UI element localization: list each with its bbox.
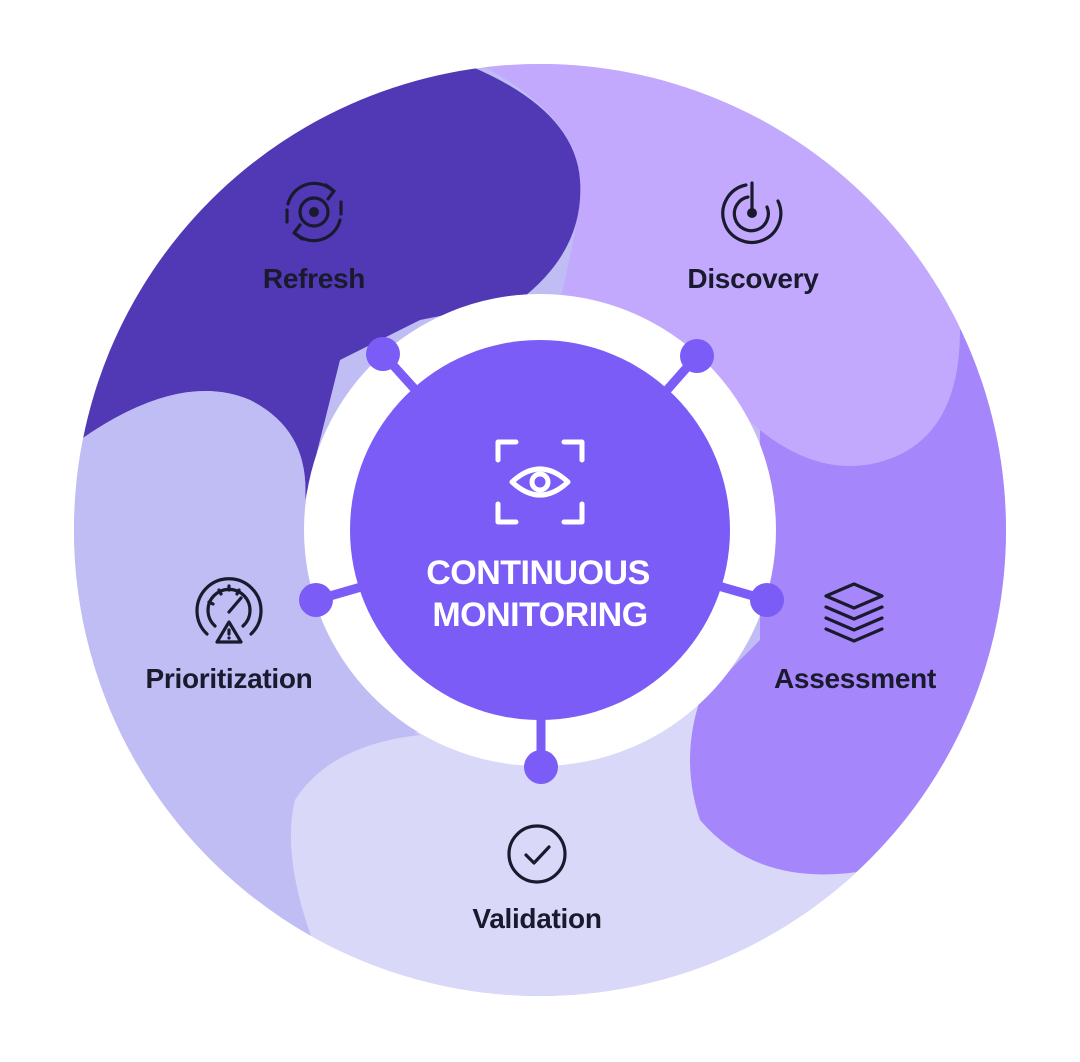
connector-node-refresh xyxy=(366,337,400,371)
check-circle-icon xyxy=(507,824,567,884)
connector-node-validation xyxy=(524,750,558,784)
stage-label-assessment: Assessment xyxy=(774,663,936,694)
layers-icon xyxy=(824,582,884,643)
stage-label-validation: Validation xyxy=(472,903,601,934)
radar-icon xyxy=(721,181,783,244)
gauge-warning-icon xyxy=(195,577,263,644)
connector-node-prioritization xyxy=(299,583,333,617)
stage-label-refresh: Refresh xyxy=(263,263,365,294)
center-circle xyxy=(350,340,730,720)
center-title-line1: CONTINUOUS xyxy=(426,554,650,592)
connector-node-assessment xyxy=(750,583,784,617)
connector-node-discovery xyxy=(680,339,714,373)
refresh-target-icon xyxy=(285,181,343,243)
stage-label-discovery: Discovery xyxy=(687,263,819,294)
stage-label-prioritization: Prioritization xyxy=(146,663,313,694)
center-title-line2: MONITORING xyxy=(432,596,647,634)
eye-scan-icon xyxy=(495,439,585,525)
